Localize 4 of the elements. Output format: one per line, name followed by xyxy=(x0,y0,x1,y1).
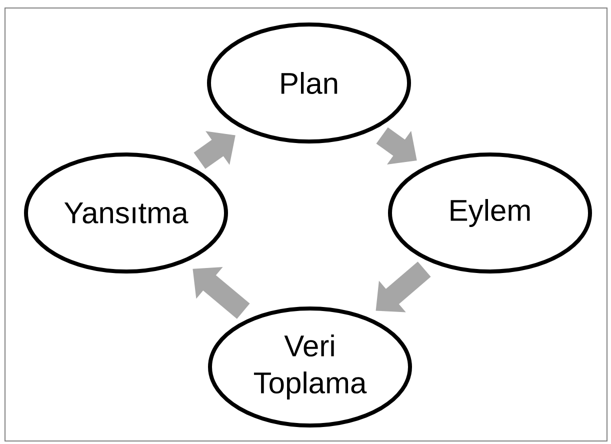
ellipse-node: Veri Toplama xyxy=(208,306,412,428)
ellipse-node: Plan xyxy=(207,22,411,144)
ellipse-node: Yansıtma xyxy=(24,152,228,274)
ellipse-node: Eylem xyxy=(388,152,592,274)
